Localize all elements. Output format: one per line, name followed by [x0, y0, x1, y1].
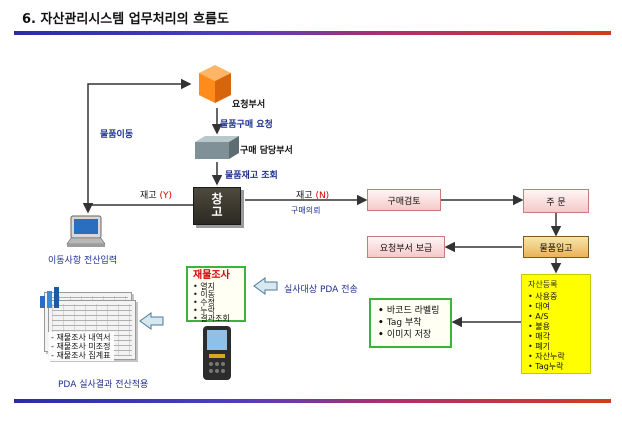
- list-item: 결과조회: [193, 313, 239, 324]
- list-item: 재물조사 집계표: [51, 351, 110, 360]
- purchase-review-box: 구매검토: [367, 189, 441, 211]
- list-item: 매각: [528, 332, 584, 342]
- warehouse-box: 창 고: [193, 187, 241, 225]
- purchase-request-label: 물품구매 요청: [220, 120, 273, 130]
- list-item: 누락: [193, 305, 239, 316]
- pda-result-label: PDA 실사결과 전산적용: [58, 380, 149, 390]
- asset-register-title: 자산등록: [528, 280, 558, 289]
- footer-rule: [14, 399, 611, 403]
- list-item: 사용중: [528, 292, 584, 302]
- stock-no-label: 재고 (N): [296, 191, 330, 201]
- report-sheets-icon: 재물조사 내역서 재물조사 미조정 재물조사 집계표: [40, 287, 138, 370]
- hollow-arrow-pda-result: [139, 312, 164, 330]
- purchase-consult-label: 구매의뢰: [291, 206, 321, 215]
- stock-query-label: 물품재고 조회: [225, 171, 278, 181]
- list-item: 재물조사 미조정: [51, 342, 110, 351]
- report-items-list: 재물조사 내역서 재물조사 미조정 재물조사 집계표: [48, 332, 114, 361]
- page-title: 6. 자산관리시스템 업무처리의 흐름도: [22, 12, 229, 27]
- list-item: 이동: [193, 289, 239, 300]
- barcode-box: 바코드 라벨링 Tag 부착 이미지 저장: [369, 298, 452, 348]
- bar-chart-icon: [40, 287, 59, 308]
- move-input-label: 이동사항 전산입력: [48, 256, 118, 266]
- order-label: 주 문: [546, 197, 566, 208]
- purchase-review-label: 구매검토: [387, 196, 421, 207]
- list-item: 자산누락: [528, 352, 584, 362]
- list-item: 불용: [528, 322, 584, 332]
- pda-send-label: 실사대상 PDA 전송: [284, 285, 358, 295]
- list-item: 대여: [528, 302, 584, 312]
- list-item: 바코드 라벨링: [378, 305, 443, 317]
- list-item: 이미지 저장: [378, 329, 443, 341]
- receiving-label: 물품입고: [539, 243, 573, 254]
- warehouse-label: 창 고: [211, 192, 223, 219]
- list-item: Tag누락: [528, 362, 584, 372]
- purchase-dept-label: 구매 담당부서: [240, 146, 293, 156]
- list-item: 수정: [193, 297, 239, 308]
- header-rule: [14, 31, 611, 35]
- list-item: 폐기: [528, 342, 584, 352]
- supply-to-dept-box: 요청부서 보급: [367, 236, 445, 258]
- list-item: Tag 부착: [378, 317, 443, 329]
- pda-device-icon: [203, 326, 231, 380]
- orange-cube-icon: [199, 65, 231, 103]
- arrow-item-move: [87, 78, 193, 206]
- supply-to-dept-label: 요청부서 보급: [379, 243, 433, 254]
- list-item: 재물조사 내역서: [51, 333, 110, 342]
- inventory-check-title: 재물조사: [193, 270, 230, 281]
- server-icon: [195, 136, 239, 159]
- receiving-box: 물품입고: [523, 236, 589, 258]
- item-move-label: 물품이동: [100, 130, 134, 140]
- inventory-check-box: 재물조사 열지 이동 수정 누락 결과조회: [186, 266, 246, 324]
- hollow-arrow-pda-send: [253, 277, 278, 295]
- request-dept-label: 요청부서: [232, 100, 266, 110]
- list-item: A/S: [528, 312, 584, 322]
- computer-icon: [66, 215, 106, 247]
- order-box: 주 문: [523, 189, 589, 213]
- list-item: 열지: [193, 281, 239, 292]
- asset-register-box: 자산등록 사용중 대여 A/S 불용 매각 폐기 자산누락 Tag누락: [521, 274, 591, 374]
- stock-yes-label: 재고 (Y): [140, 191, 172, 201]
